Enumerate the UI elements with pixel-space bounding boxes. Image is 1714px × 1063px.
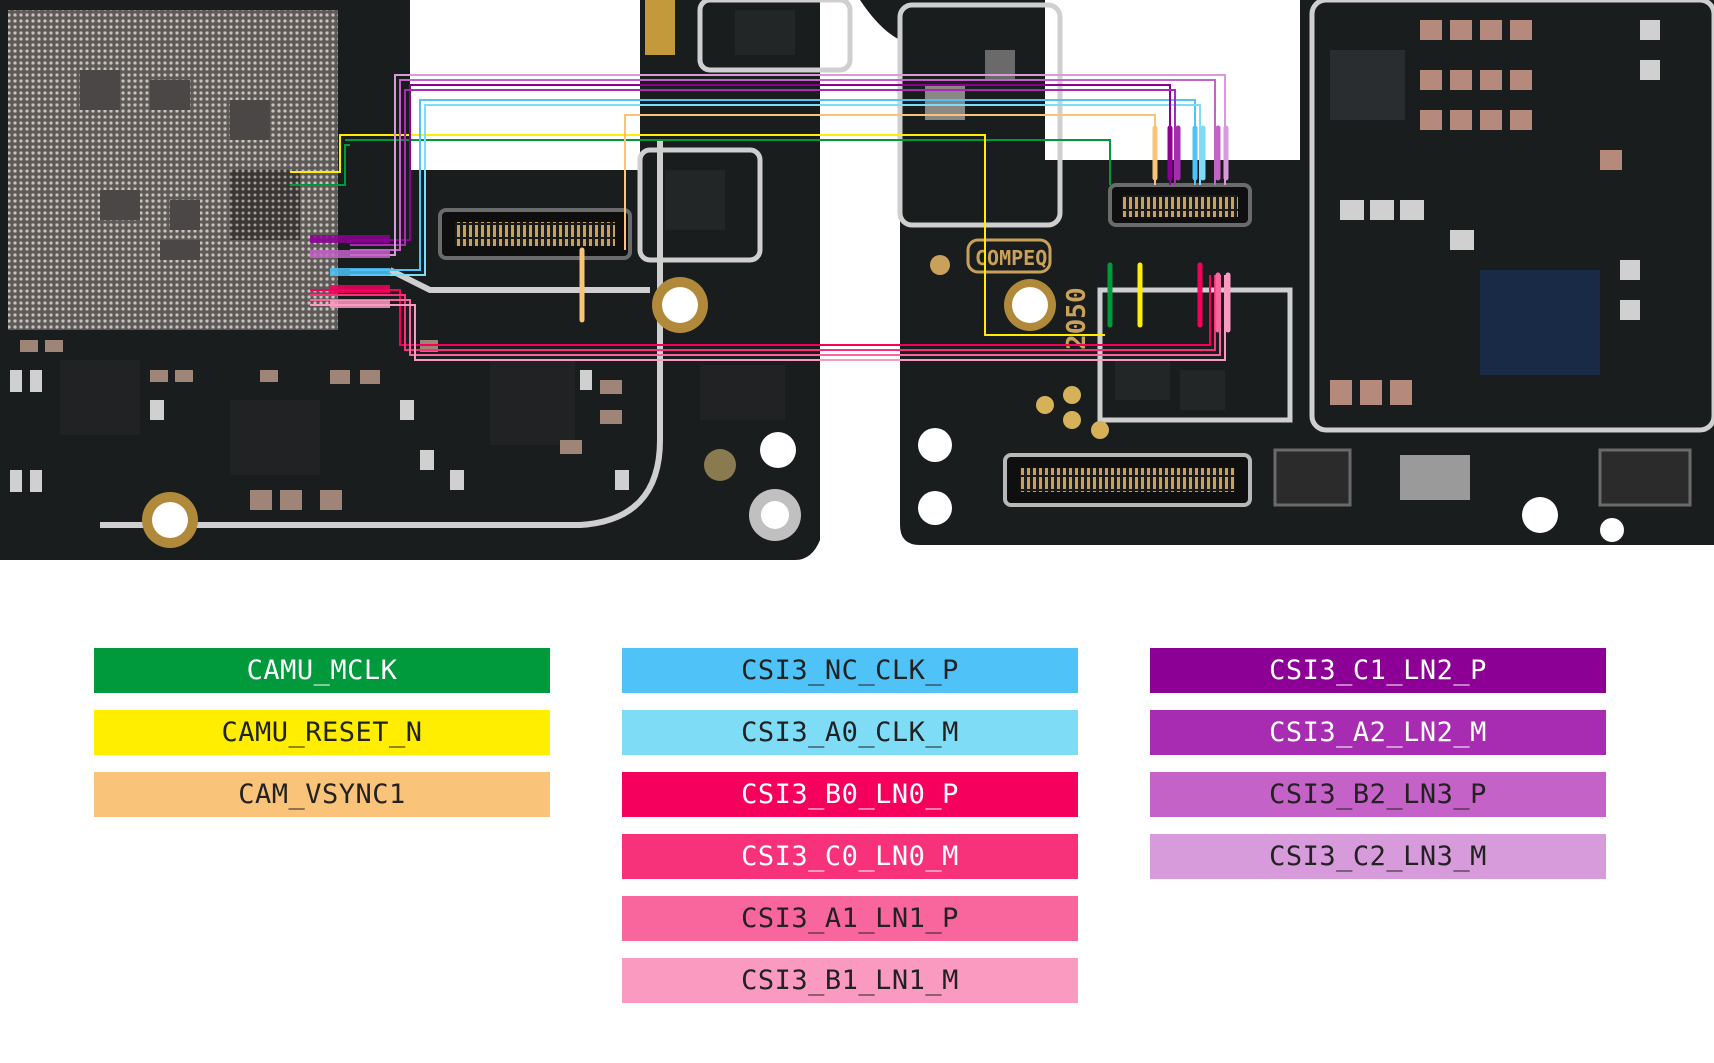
legend-item: CSI3_A0_CLK_M — [622, 710, 1078, 755]
legend-column-1: CAMU_MCLK CAMU_RESET_N CAM_VSYNC1 — [94, 648, 550, 834]
pcb-number-text: 2050 — [1062, 287, 1092, 350]
legend-item: CSI3_B1_LN1_M — [622, 958, 1078, 1003]
left-board-section — [0, 0, 853, 560]
pcb-board-photo: COMPEQ 2050 — [0, 0, 1714, 560]
legend-item: CSI3_A1_LN1_P — [622, 896, 1078, 941]
legend-item: CSI3_B0_LN0_P — [622, 772, 1078, 817]
pmic-chip — [1480, 270, 1600, 375]
legend-column-2: CSI3_NC_CLK_P CSI3_A0_CLK_M CSI3_B0_LN0_… — [622, 648, 1078, 1020]
legend-item: CSI3_C0_LN0_M — [622, 834, 1078, 879]
legend-item: CSI3_B2_LN3_P — [1150, 772, 1606, 817]
legend-item: CSI3_NC_CLK_P — [622, 648, 1078, 693]
right-board-section: COMPEQ 2050 — [860, 0, 1714, 545]
compeq-logo-text: COMPEQ — [975, 246, 1047, 270]
soc-pad-markers — [310, 235, 390, 308]
legend-item: CAMU_MCLK — [94, 648, 550, 693]
legend-column-3: CSI3_C1_LN2_P CSI3_A2_LN2_M CSI3_B2_LN3_… — [1150, 648, 1606, 896]
legend-item: CSI3_A2_LN2_M — [1150, 710, 1606, 755]
legend-item: CAM_VSYNC1 — [94, 772, 550, 817]
legend-item: CSI3_C1_LN2_P — [1150, 648, 1606, 693]
legend-item: CAMU_RESET_N — [94, 710, 550, 755]
legend-item: CSI3_C2_LN3_M — [1150, 834, 1606, 879]
